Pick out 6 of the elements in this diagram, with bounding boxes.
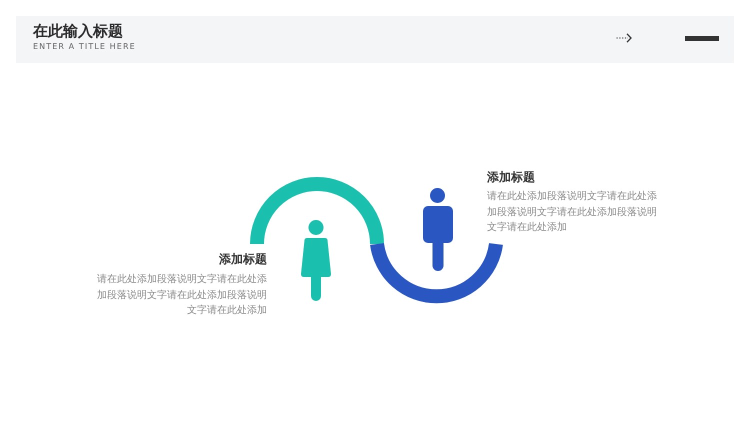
- subtitle: ENTER A TITLE HERE: [33, 41, 136, 52]
- paragraph-text: 请在此处添加段落说明文字请在此处添加段落说明文字请在此处添加段落说明文字请在此处添加: [487, 190, 658, 235]
- paragraph-text: 请在此处添加段落说明文字请在此处添加段落说明文字请在此处添加段落说明文字请在此处添加: [96, 272, 267, 318]
- section-heading: 添加标题: [218, 251, 267, 267]
- page-title: 在此输入标题: [33, 22, 123, 40]
- section-heading: 添加标题: [487, 169, 536, 185]
